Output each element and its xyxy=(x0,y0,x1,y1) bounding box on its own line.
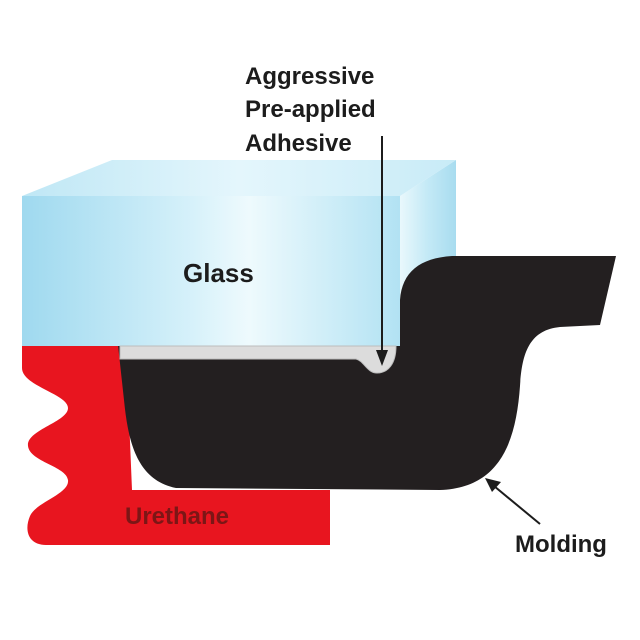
adhesive-label-line-2: Pre-applied xyxy=(245,96,376,123)
adhesive-label-line-1: Aggressive xyxy=(245,63,374,90)
adhesive-label-line-3: Adhesive xyxy=(245,130,352,157)
urethane-shape xyxy=(22,345,330,545)
molding-label: Molding xyxy=(515,531,607,558)
glass-front-face xyxy=(22,196,400,346)
urethane-label: Urethane xyxy=(125,503,229,530)
glass-label: Glass xyxy=(183,258,254,288)
adhesive-pointer-arrow xyxy=(376,136,388,366)
molding-shape xyxy=(118,256,616,490)
glass-top-face xyxy=(22,160,456,196)
molding-pointer-arrow xyxy=(485,478,541,525)
adhesive-arrowhead xyxy=(376,350,388,366)
molding-arrow-shaft xyxy=(493,485,541,525)
adhesive-strip xyxy=(119,345,397,374)
molding-arrowhead xyxy=(485,478,501,492)
